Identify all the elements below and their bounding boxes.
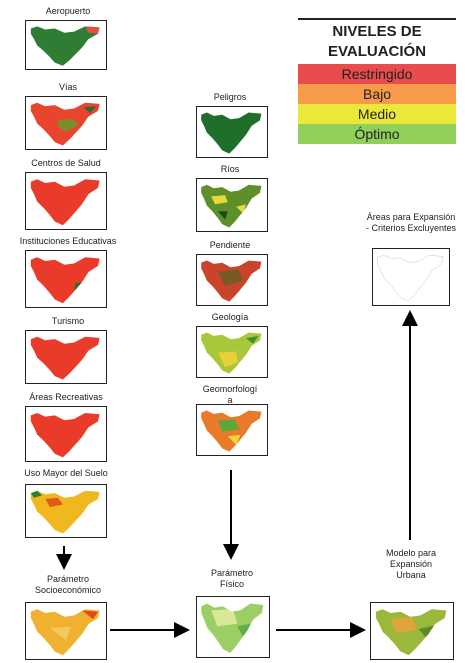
region-map-graphic bbox=[30, 102, 100, 146]
region-map-graphic bbox=[30, 490, 100, 534]
label-uso-mayor-del-suelo: Uso Mayor del Suelo bbox=[24, 468, 108, 478]
map-instituciones-educativas bbox=[25, 250, 107, 308]
region-map-graphic bbox=[30, 179, 100, 226]
region-map-graphic bbox=[377, 255, 444, 302]
region-map-graphic bbox=[201, 112, 262, 154]
region-map-graphic bbox=[30, 257, 100, 304]
map-pendiente bbox=[196, 254, 268, 306]
legend-title-line1: NIVELES DE bbox=[332, 23, 422, 40]
label-pendiente: Pendiente bbox=[209, 240, 251, 250]
region-shape bbox=[201, 410, 262, 452]
region-patch bbox=[82, 610, 98, 620]
modelo-line3: Urbana bbox=[396, 570, 426, 580]
label-rios: Ríos bbox=[220, 164, 240, 174]
label-parametro-socioeconomico: Parámetro Socioeconómico bbox=[20, 574, 116, 596]
region-patch bbox=[218, 211, 228, 220]
label-turismo: Turismo bbox=[51, 316, 85, 326]
modelo-line1: Modelo para bbox=[385, 548, 437, 558]
region-patch bbox=[246, 335, 259, 344]
region-patch bbox=[83, 106, 97, 114]
label-geomorfologia: Geomorfologí a bbox=[202, 384, 258, 405]
label-instituciones-educativas: Instituciones Educativas bbox=[19, 236, 117, 246]
region-patch bbox=[218, 419, 239, 432]
map-uso-mayor-del-suelo bbox=[25, 484, 107, 538]
map-areas-recreativas bbox=[25, 406, 107, 462]
map-vias bbox=[25, 96, 107, 150]
fisico-line1: Parámetro bbox=[210, 568, 254, 578]
region-shape bbox=[30, 257, 100, 304]
region-patch bbox=[418, 625, 435, 641]
region-patch bbox=[211, 195, 228, 205]
socio-line2: Socioeconómico bbox=[34, 585, 102, 595]
region-patch bbox=[58, 118, 79, 132]
legend-level-medio: Medio bbox=[298, 104, 456, 124]
region-map-graphic bbox=[201, 260, 262, 302]
map-parametro-fisico bbox=[196, 596, 270, 658]
map-peligros bbox=[196, 106, 268, 158]
region-map-graphic bbox=[375, 609, 447, 656]
legend-top-rule bbox=[298, 18, 456, 20]
map-areas-expansion bbox=[372, 248, 450, 306]
label-parametro-fisico: Parámetro Físico bbox=[190, 568, 274, 590]
region-patch bbox=[218, 269, 244, 287]
map-parametro-socioeconomico bbox=[25, 602, 107, 660]
legend-level-optimo: Óptimo bbox=[298, 124, 456, 144]
region-patch bbox=[211, 609, 238, 627]
region-map-graphic bbox=[201, 184, 262, 228]
region-map-graphic bbox=[201, 603, 264, 653]
modelo-line2: Expansión bbox=[389, 559, 433, 569]
region-shape bbox=[30, 179, 100, 226]
map-turismo bbox=[25, 330, 107, 384]
region-map-graphic bbox=[201, 332, 262, 374]
map-rios bbox=[196, 178, 268, 232]
map-geomorfologia bbox=[196, 404, 268, 456]
region-shape bbox=[377, 255, 444, 302]
label-aeropuerto: Aeropuerto bbox=[45, 6, 91, 16]
region-map-graphic bbox=[30, 26, 100, 66]
region-shape bbox=[30, 336, 100, 380]
map-geologia bbox=[196, 326, 268, 378]
socio-line1: Parámetro bbox=[46, 574, 90, 584]
expansion-line1: Áreas para Expansión bbox=[366, 212, 456, 222]
label-peligros: Peligros bbox=[213, 92, 247, 102]
region-patch bbox=[227, 435, 241, 445]
label-modelo-expansion-urbana: Modelo para Expansión Urbana bbox=[368, 548, 454, 581]
region-patch bbox=[390, 616, 417, 633]
label-areas-expansion: Áreas para Expansión - Criterios Excluye… bbox=[360, 212, 462, 234]
region-shape bbox=[30, 413, 100, 458]
expansion-line2: - Criterios Excluyentes bbox=[365, 223, 457, 233]
region-map-graphic bbox=[201, 410, 262, 452]
region-map-graphic bbox=[30, 413, 100, 458]
region-shape bbox=[201, 184, 262, 228]
region-patch bbox=[237, 623, 251, 640]
region-shape bbox=[30, 26, 100, 66]
region-shape bbox=[201, 112, 262, 154]
legend-title: NIVELES DE EVALUACIÓN bbox=[298, 20, 456, 64]
fisico-line2: Físico bbox=[219, 579, 244, 589]
label-areas-recreativas: Áreas Recreativas bbox=[29, 392, 103, 402]
legend-title-line2: EVALUACIÓN bbox=[327, 43, 427, 60]
map-modelo-expansion-urbana bbox=[370, 602, 454, 660]
region-map-graphic bbox=[30, 609, 100, 656]
region-map-graphic bbox=[30, 336, 100, 380]
map-centros-de-salud bbox=[25, 172, 107, 230]
region-patch bbox=[85, 26, 100, 34]
legend-level-bajo: Bajo bbox=[298, 84, 456, 104]
map-aeropuerto bbox=[25, 20, 107, 70]
region-patch bbox=[30, 490, 42, 498]
region-patch bbox=[50, 626, 71, 641]
label-vias: Vías bbox=[58, 82, 77, 92]
legend-level-restringido: Restringido bbox=[298, 64, 456, 84]
region-patch bbox=[218, 351, 238, 367]
legend-niveles-evaluacion: NIVELES DE EVALUACIÓN Restringido Bajo M… bbox=[298, 18, 456, 144]
label-geologia: Geología bbox=[211, 312, 249, 322]
label-centros-de-salud: Centros de Salud bbox=[31, 158, 101, 168]
region-patch bbox=[45, 497, 63, 507]
